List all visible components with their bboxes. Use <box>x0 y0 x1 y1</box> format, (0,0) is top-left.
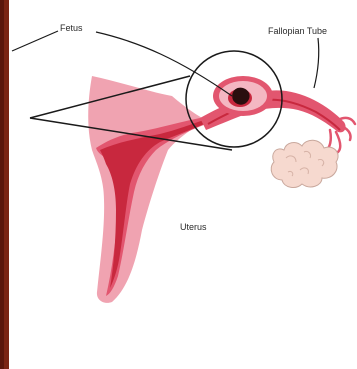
left-edge-shade <box>0 0 4 369</box>
label-fallopian-tube: Fallopian Tube <box>268 26 327 36</box>
fallopian-tube-leader <box>314 38 319 88</box>
ovary <box>271 140 338 187</box>
fetus-leader-left <box>12 31 58 51</box>
uterus-body <box>88 76 206 303</box>
label-fetus: Fetus <box>60 23 83 33</box>
fetus-sac <box>213 76 273 116</box>
label-uterus: Uterus <box>180 222 207 232</box>
